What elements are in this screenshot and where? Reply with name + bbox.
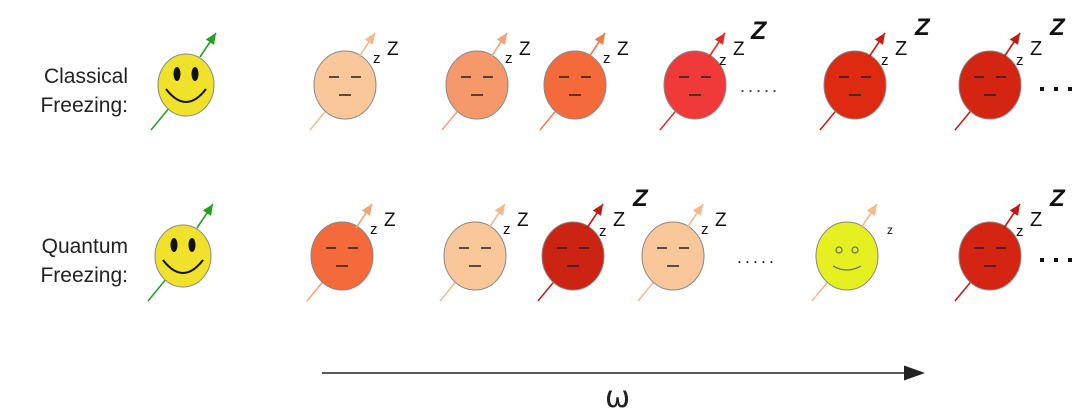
sleep-z-2: Z: [1030, 38, 1042, 60]
eye-right: [191, 67, 199, 81]
spin-arrowhead: [594, 33, 605, 45]
spin-figure-classical-7: zZZ: [954, 14, 1066, 131]
sleep-z-1: z: [373, 50, 381, 67]
sleep-z-1: z: [505, 50, 513, 67]
smile: [162, 259, 204, 274]
spin-figure-quantum-6: z: [811, 203, 893, 302]
face-circle: [154, 224, 212, 288]
face-circle: [541, 221, 605, 291]
trailing-dot: [1054, 87, 1058, 91]
spin-tail: [150, 106, 171, 131]
face-circle: [313, 50, 377, 120]
face-circle: [958, 50, 1022, 120]
sleep-z-1: z: [503, 221, 511, 238]
spin-arrowhead: [202, 204, 213, 216]
sleep-z-1: z: [599, 223, 607, 240]
trailing-dot: [1040, 258, 1044, 262]
spin-arrowhead: [496, 33, 507, 45]
spin-arrowhead: [364, 33, 375, 45]
trailing-dot: [1040, 87, 1044, 91]
sleep-z-1: z: [887, 223, 893, 237]
sleep-z-1: z: [1016, 223, 1024, 240]
sleep-z-2: Z: [384, 210, 396, 231]
eye-right: [851, 246, 859, 254]
sleep-z-2: Z: [895, 38, 907, 60]
face-circle: [641, 221, 705, 291]
sleep-z-3: Z: [1049, 14, 1066, 41]
face-circle: [815, 221, 879, 291]
spin-figure-classical-6: zZZ: [819, 14, 931, 131]
smile: [165, 88, 207, 103]
sleep-z-2: Z: [613, 209, 625, 231]
quantum-freezing-label: Quantum Freezing:: [40, 235, 128, 287]
sleep-z-2: Z: [1030, 209, 1042, 231]
smile: [832, 265, 862, 271]
spin-figure-classical-1: [150, 32, 217, 131]
spin-arrowhead: [714, 33, 725, 45]
sleep-z-3: Z: [632, 185, 649, 212]
sleep-z-2: Z: [517, 210, 529, 231]
face-circle: [663, 50, 727, 120]
sleep-z-1: z: [881, 52, 889, 69]
sleep-z-2: Z: [519, 39, 531, 60]
eye-left: [835, 246, 843, 254]
spin-figure-classical-5: zZZ: [659, 17, 768, 131]
spin-arrowhead: [361, 204, 372, 216]
face-circle: [443, 221, 507, 291]
spin-arrowhead: [494, 204, 505, 216]
eye-right: [188, 238, 196, 252]
face-circle: [543, 50, 607, 120]
spin-arrowhead: [692, 204, 703, 216]
face-circle: [157, 53, 215, 117]
sleep-z-2: Z: [617, 39, 629, 60]
spin-arrowhead: [1009, 204, 1020, 216]
face-circle: [445, 50, 509, 120]
sleep-z-3: Z: [750, 17, 768, 45]
sleep-z-3: Z: [1049, 185, 1066, 212]
spin-figure-quantum-1: [147, 203, 214, 302]
trailing-dot: [1068, 258, 1072, 262]
trailing-dot: [1068, 87, 1072, 91]
spin-arrowhead: [866, 204, 877, 216]
omega-axis-label: ω: [605, 380, 631, 415]
spin-tail: [147, 277, 168, 302]
face-circle: [958, 221, 1022, 291]
spin-figure-quantum-4: zZZ: [537, 185, 649, 302]
spin-figure-quantum-7: zZZ: [954, 185, 1066, 302]
sleep-z-1: z: [603, 50, 611, 67]
sleep-z-2: Z: [733, 39, 745, 60]
spin-arrowhead: [592, 204, 603, 216]
spin-arrowhead: [874, 33, 885, 45]
eye-left: [173, 67, 181, 81]
sleep-z-1: z: [701, 221, 709, 238]
ellipsis-dots: .....: [740, 76, 780, 96]
sleep-z-1: z: [719, 52, 727, 69]
sleep-z-1: z: [1016, 52, 1024, 69]
ellipsis-dots: .....: [737, 247, 777, 267]
classical-freezing-label: Classical Freezing:: [40, 65, 128, 117]
sleep-z-2: Z: [715, 210, 727, 231]
sleep-z-2: Z: [387, 39, 399, 60]
trailing-dot: [1054, 258, 1058, 262]
face-circle: [823, 50, 887, 120]
spin-arrowhead: [205, 33, 216, 45]
face-circle: [310, 221, 374, 291]
spin-arrowhead: [1009, 33, 1020, 45]
sleep-z-3: Z: [914, 14, 931, 41]
sleep-z-1: z: [370, 221, 378, 238]
eye-left: [170, 238, 178, 252]
